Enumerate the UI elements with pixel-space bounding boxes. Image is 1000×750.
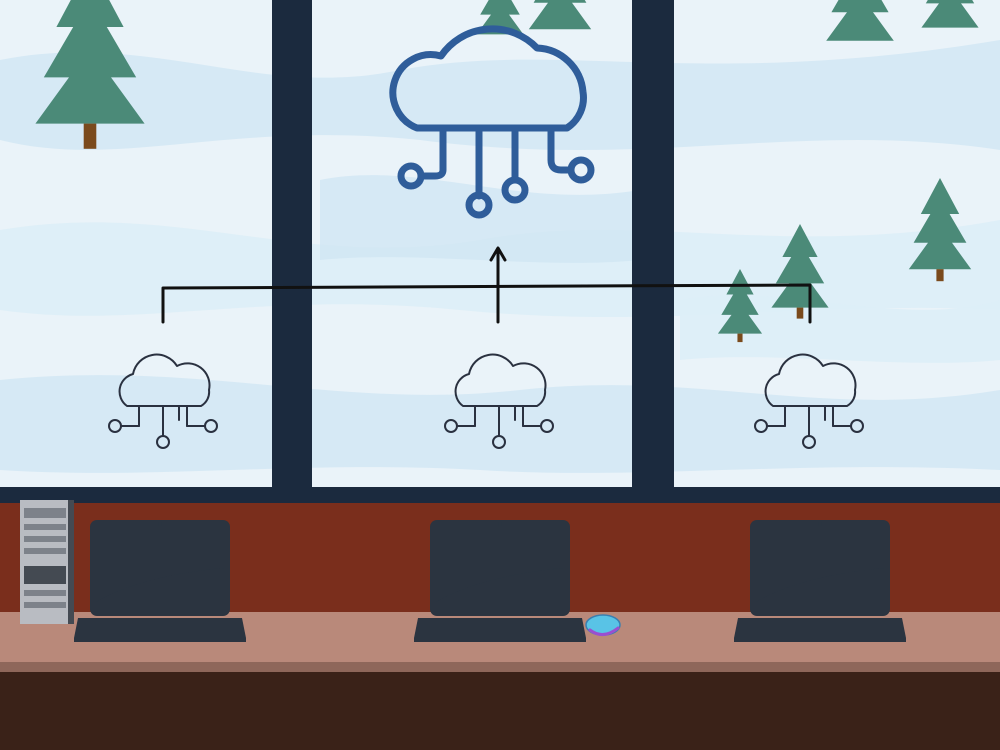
laptop-icon — [414, 520, 586, 642]
server-tower-icon — [20, 500, 74, 624]
floor — [0, 672, 1000, 750]
cloud-network-icon — [389, 25, 595, 219]
mouse-icon — [585, 614, 621, 636]
pine-tree-icon — [771, 224, 829, 319]
pine-tree-icon — [908, 178, 972, 282]
snow-hills — [0, 40, 1000, 473]
pine-tree-icon — [35, 0, 145, 149]
laptop-icon — [734, 520, 906, 642]
arrow-up-icon — [489, 246, 507, 262]
pine-tree-icon — [717, 269, 763, 343]
window-frame — [0, 0, 1000, 503]
laptop-icon — [74, 520, 246, 642]
desk-edge — [0, 662, 1000, 672]
pine-trees — [35, 0, 979, 343]
network-connectors — [161, 246, 812, 324]
